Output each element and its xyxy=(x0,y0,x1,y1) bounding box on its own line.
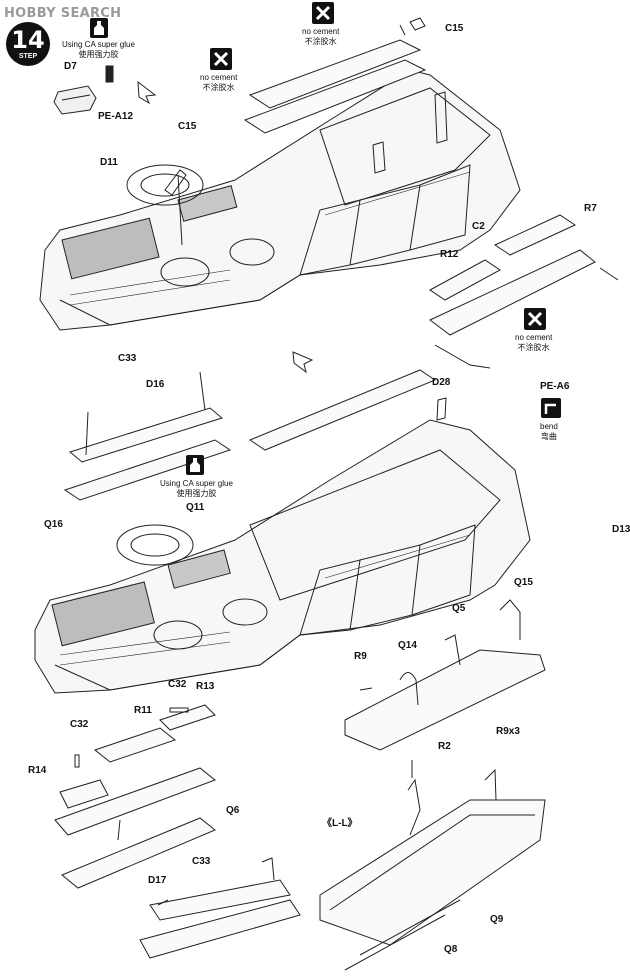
part-label: Q11 xyxy=(186,502,205,513)
part-label: R7 xyxy=(584,203,597,214)
c33-bottom-plate xyxy=(139,857,301,959)
glue-note-mid-en: Using CA super glue xyxy=(160,479,233,488)
d7-part xyxy=(53,65,114,115)
part-label: Q8 xyxy=(444,944,458,955)
part-label: C33 xyxy=(192,856,211,867)
glue-note-mid: Using CA super glue 使用强力胶 xyxy=(160,479,233,499)
rail-c15-mid xyxy=(248,369,447,451)
no-cement-icon xyxy=(524,308,546,330)
part-label: D16 xyxy=(146,379,165,390)
floor-plate-r2 xyxy=(344,599,546,751)
part-label: D11 xyxy=(100,157,118,168)
no-cement-top-en: no cement xyxy=(302,27,340,36)
r7-r12-plates xyxy=(429,214,619,369)
part-label: C32 xyxy=(168,679,187,690)
no-cement-left-zh: 不涂胶水 xyxy=(202,83,235,92)
part-label: C2 xyxy=(472,221,485,232)
bend-note-zh: 弯曲 xyxy=(540,432,557,441)
no-cement-note-top: no cement 不涂胶水 xyxy=(302,27,339,47)
d17-plate xyxy=(61,817,216,889)
part-label: D13 xyxy=(612,524,630,535)
glue-note-top-en: Using CA super glue xyxy=(62,40,135,49)
upper-hull-top xyxy=(39,69,521,331)
part-label: Q14 xyxy=(398,640,417,651)
part-label: C33 xyxy=(118,353,137,364)
glue-bottle-icon xyxy=(186,455,204,475)
step-badge: 14 STEP xyxy=(6,22,50,66)
no-cement-icon xyxy=(210,48,232,70)
part-label: PE-A6 xyxy=(540,381,570,392)
part-label: PE-A12 xyxy=(98,111,134,122)
part-label: R14 xyxy=(28,765,47,776)
part-label: 《L-L》 xyxy=(322,818,358,829)
no-cement-note-left: no cement 不涂胶水 xyxy=(200,73,237,93)
no-cement-note-right: no cement 不涂胶水 xyxy=(515,333,552,353)
part-label: C32 xyxy=(70,719,89,730)
part-label: Q6 xyxy=(226,805,240,816)
part-label: R12 xyxy=(440,249,459,260)
no-cement-icon xyxy=(312,2,334,24)
no-cement-right-en: no cement xyxy=(515,333,553,342)
part-label: R9x3 xyxy=(496,726,520,737)
part-label: C15 xyxy=(445,23,464,34)
part-label: R13 xyxy=(196,681,215,692)
part-label: D17 xyxy=(148,875,167,886)
bend-note-en: bend xyxy=(540,422,558,431)
glue-note-top-zh: 使用强力胶 xyxy=(78,50,119,59)
upper-hull-middle xyxy=(34,419,531,694)
d11-part xyxy=(164,169,187,246)
part-label: C15 xyxy=(178,121,197,132)
part-label: Q5 xyxy=(452,603,466,614)
glue-note-top: Using CA super glue 使用强力胶 xyxy=(62,40,135,60)
c2-parts xyxy=(372,91,448,174)
part-label: R11 xyxy=(134,705,152,716)
part-label: Q15 xyxy=(514,577,533,588)
bend-note: bend 弯曲 xyxy=(540,422,558,442)
bend-icon xyxy=(541,398,561,418)
watermark: HOBBY SEARCH xyxy=(4,6,122,21)
part-label: Q16 xyxy=(44,519,63,530)
glue-bottle-icon xyxy=(90,18,108,38)
part-label: D7 xyxy=(64,61,77,72)
part-label: D28 xyxy=(432,377,451,388)
no-cement-right-zh: 不涂胶水 xyxy=(517,343,550,352)
no-cement-top-zh: 不涂胶水 xyxy=(304,37,337,46)
part-label: R2 xyxy=(438,741,451,752)
no-cement-left-en: no cement xyxy=(200,73,238,82)
step-word: STEP xyxy=(18,53,38,60)
q6-assembly xyxy=(54,704,217,836)
c15-top-panel xyxy=(243,17,427,134)
step-number: 14 xyxy=(11,26,45,54)
glue-note-mid-zh: 使用强力胶 xyxy=(176,489,217,498)
part-label: R9 xyxy=(354,651,367,662)
side-plate-q8-q9 xyxy=(319,760,546,971)
part-label: Q9 xyxy=(490,914,504,925)
